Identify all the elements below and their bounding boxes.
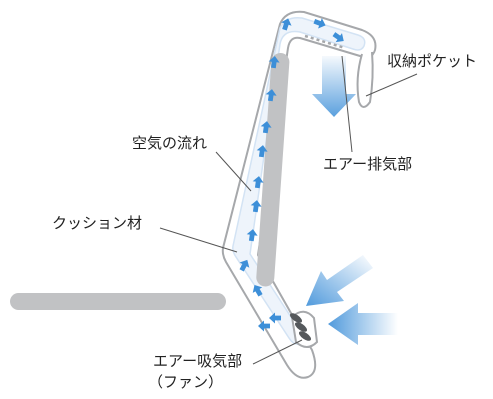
airflow-arrow-icon (265, 89, 277, 102)
intake-leader (252, 339, 303, 365)
label-intake: エアー吸気部 (153, 352, 243, 370)
airflow-arrow-icon (239, 259, 250, 272)
airflow-leader (215, 151, 252, 192)
airflow-arrow-icon (313, 18, 326, 29)
label-cushion: クッション材 (52, 214, 143, 232)
label-airflow: 空気の流れ (132, 134, 208, 152)
exhaust-vent (304, 34, 346, 50)
fan-unit (289, 310, 319, 348)
cushion-leader (159, 227, 238, 253)
exhaust-down-arrow (312, 56, 356, 117)
label-pocket: 収納ポケット (387, 52, 478, 70)
airflow-arrow-icon (281, 18, 292, 31)
pocket-leader (365, 73, 418, 97)
label-intake-sub: （ファン） (148, 373, 224, 391)
exhaust-leader (341, 55, 353, 153)
airflow-arrow-icon (250, 200, 262, 213)
airflow-arrow-icon (252, 284, 263, 297)
airflow-arrow-icon (269, 312, 281, 324)
airflow-arrow-icon (252, 176, 264, 189)
desk-surface (10, 293, 226, 310)
air-channel (232, 16, 366, 346)
airflow-arrow-icon (256, 145, 268, 158)
back-plate (256, 52, 290, 287)
intake-arrow-diagonal (306, 255, 373, 306)
airflow-arrow-icon (332, 32, 344, 43)
airflow-arrow-icon (260, 121, 272, 134)
storage-pocket (356, 51, 374, 108)
airflow-arrow-icon (268, 56, 280, 69)
airflow-arrow-icon (246, 229, 258, 242)
airflow-arrow-icon (258, 320, 270, 332)
intake-arrow-right (328, 303, 398, 345)
label-exhaust: エアー排気部 (323, 155, 413, 173)
